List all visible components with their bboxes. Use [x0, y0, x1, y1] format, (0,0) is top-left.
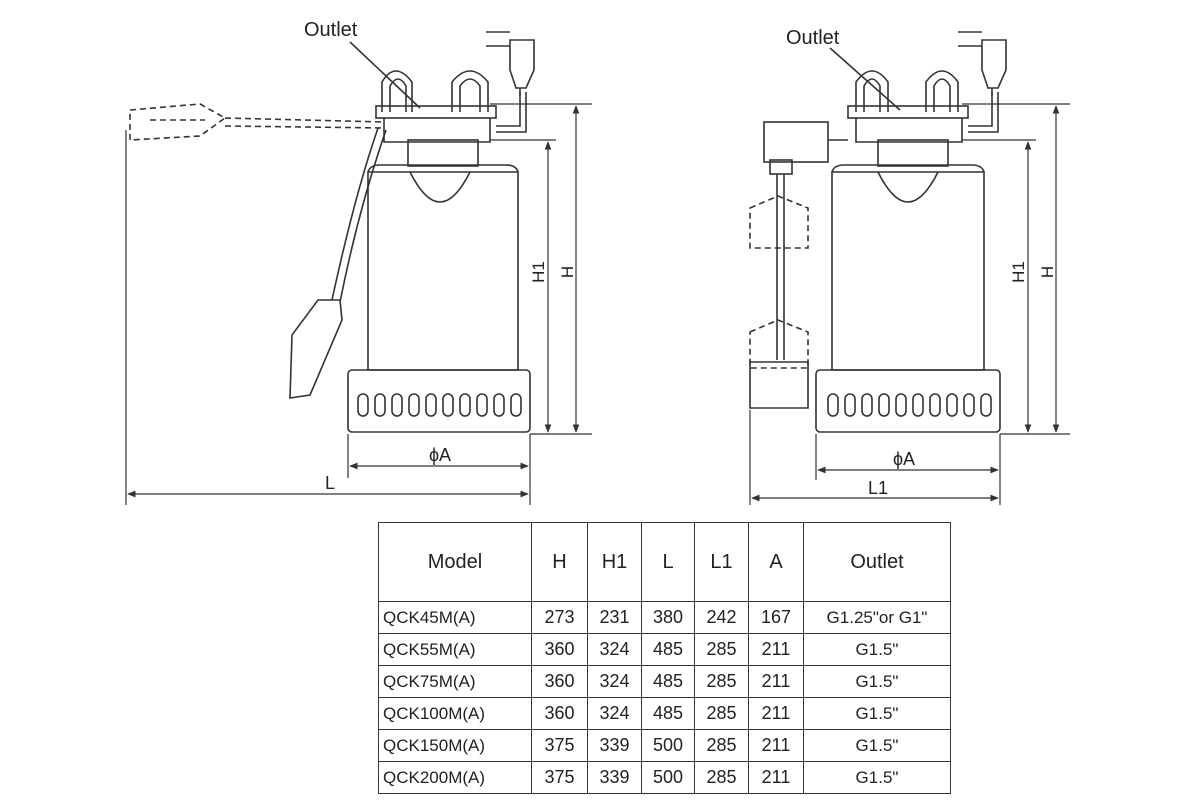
cell-outlet: G1.5" [803, 729, 951, 762]
cell-model: QCK100M(A) [378, 697, 532, 730]
cell-h: 360 [531, 633, 588, 666]
power-plug-right [958, 31, 1007, 96]
pump-base-right [815, 369, 1001, 433]
cell-h1: 324 [587, 665, 642, 698]
pump-base [347, 369, 531, 433]
cell-a: 211 [748, 761, 804, 794]
cell-h1: 339 [587, 729, 642, 762]
cell-h1: 324 [587, 633, 642, 666]
float-cable [331, 127, 387, 303]
outlet-label-right: Outlet [786, 27, 840, 49]
cell-l: 500 [641, 761, 695, 794]
cell-l1: 242 [694, 601, 749, 634]
float-vertical-lower [749, 361, 809, 409]
header-outlet: Outlet [803, 522, 951, 602]
cell-model: QCK200M(A) [378, 761, 532, 794]
power-plug [486, 31, 535, 96]
cell-h1: 231 [587, 601, 642, 634]
cell-a: 211 [748, 729, 804, 762]
cell-l1: 285 [694, 697, 749, 730]
cell-a: 211 [748, 697, 804, 730]
float-switch-lower [289, 299, 343, 399]
table-row: QCK100M(A) 360 324 485 285 211 G1.5" [378, 697, 951, 730]
dimension-diameter-right: ϕA [893, 449, 915, 469]
cell-outlet: G1.5" [803, 761, 951, 794]
table-row: QCK55M(A) 360 324 485 285 211 G1.5" [378, 633, 951, 666]
cell-l: 380 [641, 601, 695, 634]
cell-model: QCK55M(A) [378, 633, 532, 666]
cell-l: 485 [641, 697, 695, 730]
cell-a: 211 [748, 633, 804, 666]
header-a: A [748, 522, 804, 602]
table-row: QCK200M(A) 375 339 500 285 211 G1.5" [378, 761, 951, 794]
cell-model: QCK75M(A) [378, 665, 532, 698]
dimension-spec-table: Model H H1 L L1 A Outlet QCK45M(A) 273 2… [378, 522, 951, 794]
cell-a: 211 [748, 665, 804, 698]
cell-l: 485 [641, 633, 695, 666]
table-row: QCK150M(A) 375 339 500 285 211 G1.5" [378, 729, 951, 762]
table-header-row: Model H H1 L L1 A Outlet [378, 522, 951, 602]
pump-right-view [749, 31, 1007, 433]
cell-l1: 285 [694, 761, 749, 794]
float-switch-box [763, 121, 829, 163]
dimension-length-left: L [325, 473, 335, 493]
header-l: L [641, 522, 695, 602]
outlet-label-left: Outlet [304, 19, 358, 41]
handle-left-right-view [855, 70, 889, 112]
float-vertical-middle-dashed [749, 319, 809, 369]
power-cable [496, 92, 527, 133]
dimension-h-left: H [558, 266, 577, 278]
cell-l1: 285 [694, 665, 749, 698]
outlet-neck [407, 139, 479, 167]
float-switch-upper-dashed [129, 103, 386, 141]
outlet-leader-line [349, 41, 421, 109]
cell-outlet: G1.5" [803, 665, 951, 698]
dimension-length-right: L1 [868, 478, 888, 498]
base-intake-slots-right [827, 393, 992, 417]
cell-h1: 324 [587, 697, 642, 730]
cell-h: 273 [531, 601, 588, 634]
header-h: H [531, 522, 588, 602]
handle-left [381, 70, 413, 112]
power-cable-right [968, 92, 999, 133]
cell-h: 375 [531, 729, 588, 762]
handle-right-right-view [925, 70, 959, 112]
header-model: Model [378, 522, 532, 602]
dimension-h1-left: H1 [529, 261, 548, 283]
top-cap [375, 105, 497, 119]
table-row: QCK75M(A) 360 324 485 285 211 G1.5" [378, 665, 951, 698]
header-l1: L1 [694, 522, 749, 602]
cell-model: QCK150M(A) [378, 729, 532, 762]
outlet-leader-line-right [829, 47, 901, 111]
cell-h: 360 [531, 697, 588, 730]
header-h1: H1 [587, 522, 642, 602]
cell-outlet: G1.25"or G1" [803, 601, 951, 634]
table-row: QCK45M(A) 273 231 380 242 167 G1.25"or G… [378, 601, 951, 634]
cell-l1: 285 [694, 729, 749, 762]
cell-h: 360 [531, 665, 588, 698]
float-vertical-upper-dashed [749, 195, 809, 249]
dimension-h-right: H [1038, 266, 1057, 278]
cell-h: 375 [531, 761, 588, 794]
handle-right [451, 70, 489, 112]
outlet-neck-right [877, 139, 949, 167]
cell-a: 167 [748, 601, 804, 634]
dimension-h1-right: H1 [1009, 261, 1028, 283]
pump-left-view [129, 31, 535, 433]
cell-outlet: G1.5" [803, 697, 951, 730]
cell-l1: 285 [694, 633, 749, 666]
cell-model: QCK45M(A) [378, 601, 532, 634]
dimension-diameter-left: ϕA [429, 445, 451, 465]
cell-l: 485 [641, 665, 695, 698]
base-intake-slots [357, 393, 522, 417]
cell-h1: 339 [587, 761, 642, 794]
cell-l: 500 [641, 729, 695, 762]
cell-outlet: G1.5" [803, 633, 951, 666]
